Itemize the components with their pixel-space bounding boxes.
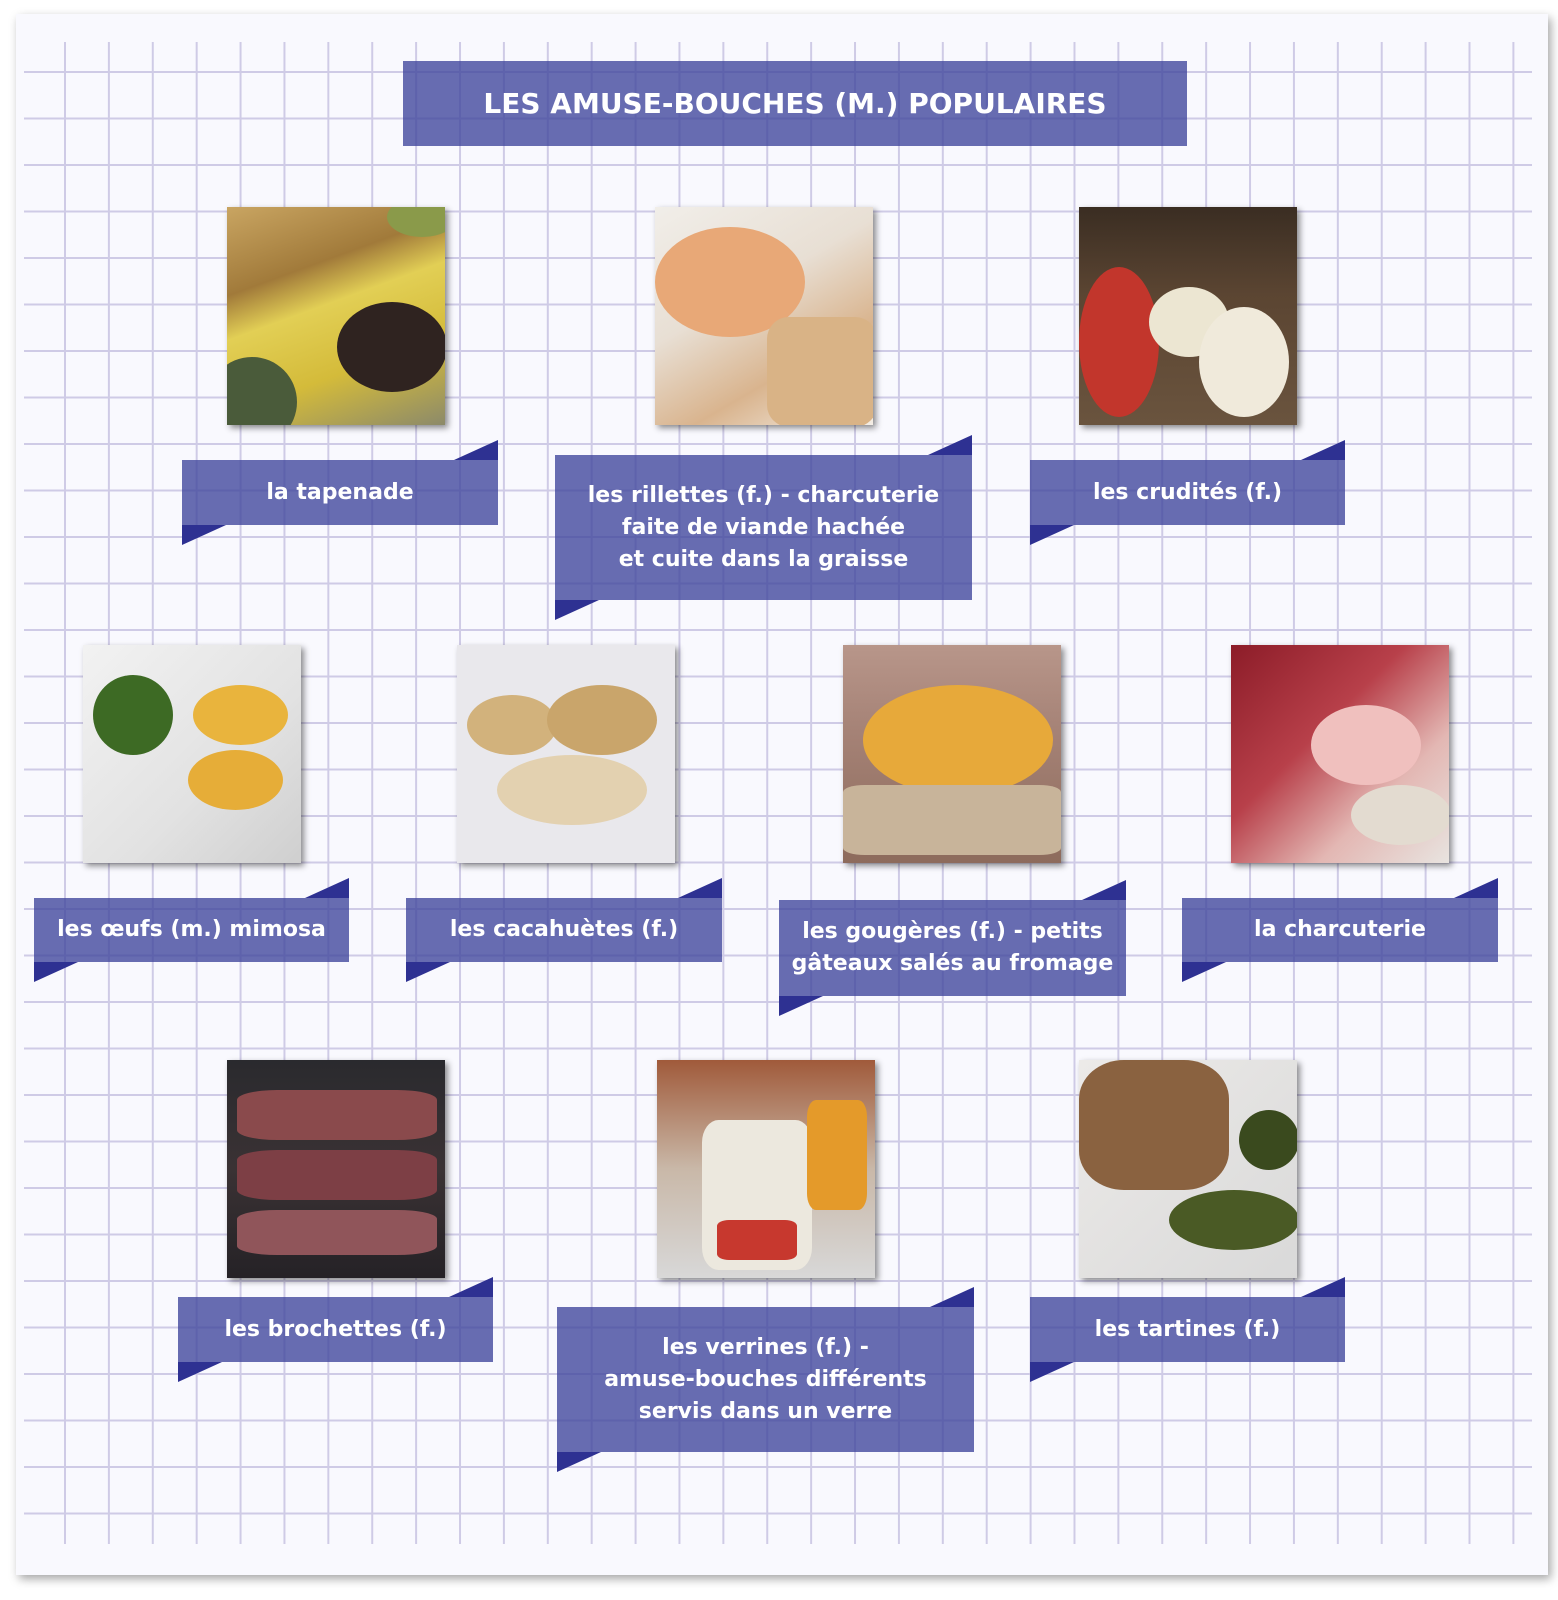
photo-crudites — [1079, 207, 1297, 425]
label-gougeres: les gougères (f.) - petits gâteaux salés… — [779, 880, 1126, 1016]
label-text: les verrines (f.) - — [662, 1334, 869, 1360]
ribbon-fold-bottom-left — [182, 525, 226, 545]
ribbon-fold-top-right — [930, 1287, 974, 1307]
label-text: les œufs (m.) mimosa — [57, 917, 326, 942]
label-text: les crudités (f.) — [1092, 479, 1283, 505]
ribbon-fold-top-right — [1301, 440, 1345, 460]
label-text: et cuite dans la graisse — [618, 546, 909, 572]
ribbon-fold-bottom-left — [178, 1362, 222, 1382]
label-text: la tapenade — [266, 479, 414, 505]
label-text: les cacahuètes (f.) — [449, 917, 679, 942]
ribbon-fold-top-right — [1082, 880, 1126, 900]
ribbon-fold-bottom-left — [779, 996, 823, 1016]
label-text: les rillettes (f.) - charcuterie — [587, 482, 940, 508]
ribbon-fold-bottom-left — [406, 962, 450, 982]
photo-oeufs-mimosa — [83, 645, 301, 863]
label-text: les brochettes (f.) — [224, 1316, 447, 1342]
ribbon-fold-bottom-left — [1030, 1362, 1074, 1382]
label-text: amuse-bouches différents — [604, 1366, 927, 1392]
label-text: la charcuterie — [1254, 917, 1426, 942]
label-tartines: les tartines (f.) — [1030, 1277, 1345, 1382]
ribbon-fold-bottom-left — [1030, 525, 1074, 545]
label-verrines: les verrines (f.) - amuse-bouches différ… — [557, 1287, 974, 1472]
photo-verrines — [657, 1060, 875, 1278]
photo-charcuterie — [1231, 645, 1449, 863]
page-title: LES AMUSE-BOUCHES (M.) POPULAIRES — [403, 61, 1187, 146]
photo-gougeres — [843, 645, 1061, 863]
label-text: gâteaux salés au fromage — [791, 951, 1114, 976]
label-rillettes: les rillettes (f.) - charcuterie faite d… — [555, 435, 972, 620]
label-text: faite de viande hachée — [621, 514, 906, 540]
label-text: les gougères (f.) - petits — [802, 919, 1103, 944]
label-crudites: les crudités (f.) — [1030, 440, 1345, 545]
label-text: les tartines (f.) — [1094, 1316, 1281, 1342]
ribbon-fold-top-right — [928, 435, 972, 455]
ribbon-fold-bottom-left — [555, 600, 599, 620]
label-brochettes: les brochettes (f.) — [178, 1277, 493, 1382]
ribbon-fold-top-right — [1454, 878, 1498, 898]
ribbon-fold-bottom-left — [34, 962, 78, 982]
ribbon-fold-top-right — [305, 878, 349, 898]
label-charcuterie: la charcuterie — [1182, 878, 1498, 982]
photo-rillettes — [655, 207, 873, 425]
photo-tapenade — [227, 207, 445, 425]
ribbon-fold-top-right — [678, 878, 722, 898]
ribbon-fold-top-right — [454, 440, 498, 460]
label-cacahuetes: les cacahuètes (f.) — [406, 878, 722, 982]
photo-tartines — [1079, 1060, 1297, 1278]
label-oeufs-mimosa: les œufs (m.) mimosa — [34, 878, 349, 982]
ribbon-fold-bottom-left — [1182, 962, 1226, 982]
ribbon-fold-top-right — [449, 1277, 493, 1297]
ribbon-fold-bottom-left — [557, 1452, 601, 1472]
photo-brochettes — [227, 1060, 445, 1278]
ribbon-fold-top-right — [1301, 1277, 1345, 1297]
photo-cacahuetes — [457, 645, 675, 863]
label-tapenade: la tapenade — [182, 440, 498, 545]
label-text: servis dans un verre — [638, 1398, 893, 1424]
